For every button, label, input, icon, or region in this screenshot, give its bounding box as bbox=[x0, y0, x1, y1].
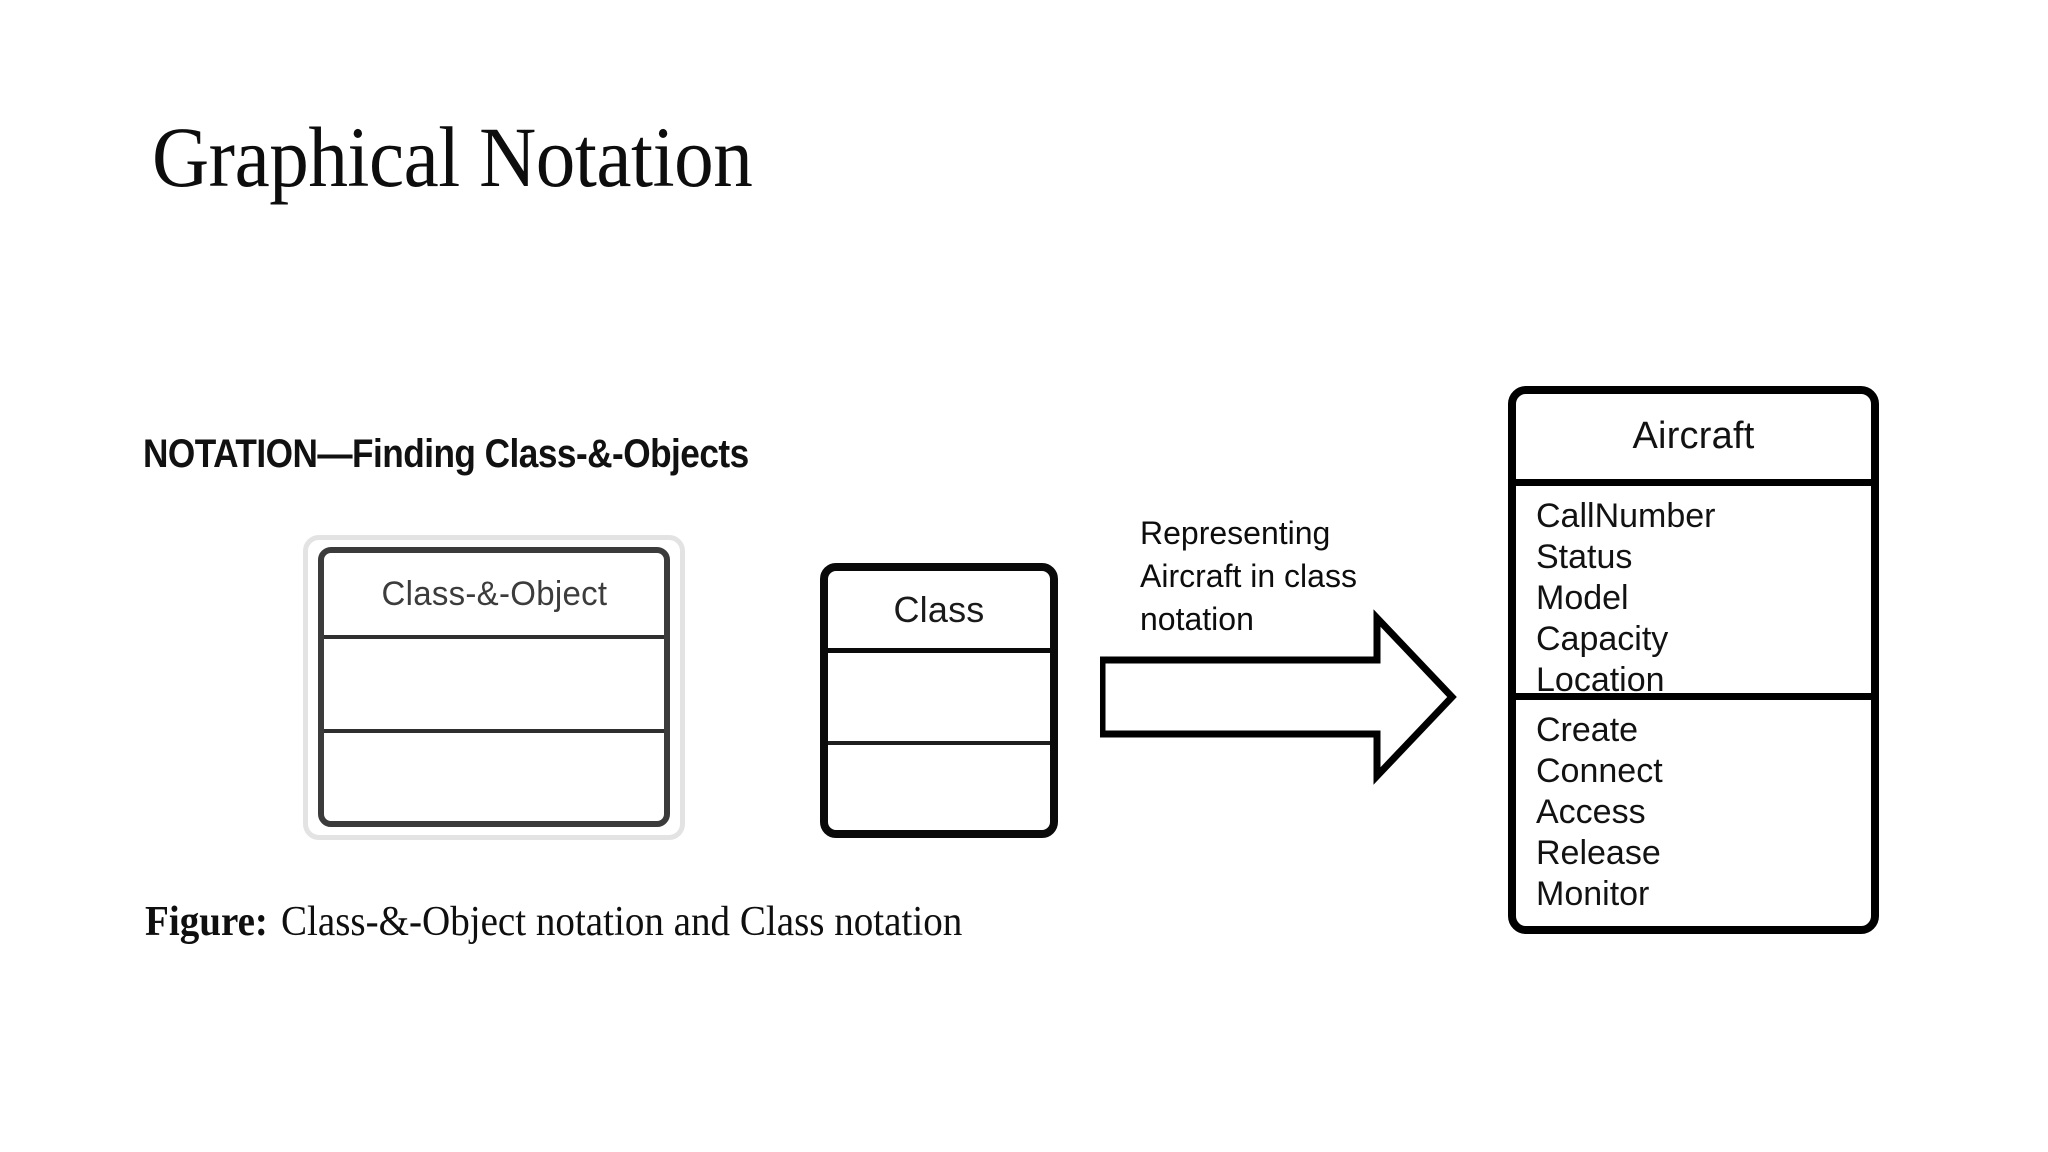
class-attributes-compartment bbox=[828, 653, 1050, 745]
aircraft-name-compartment: Aircraft bbox=[1516, 394, 1871, 486]
annotation-line-2: Aircraft in class bbox=[1140, 557, 1357, 594]
annotation-line-3: notation bbox=[1140, 600, 1254, 637]
right-block-arrow-icon bbox=[1100, 609, 1457, 785]
arrow-shape bbox=[1100, 609, 1457, 785]
figure-caption: Figure: Class-&-Object notation and Class… bbox=[145, 898, 962, 946]
class-name-compartment: Class bbox=[828, 571, 1050, 653]
aircraft-method-item: Monitor bbox=[1536, 875, 1650, 913]
class-object-name-label: Class-&-Object bbox=[381, 574, 607, 613]
class-object-symbol: Class-&-Object bbox=[318, 547, 670, 827]
aircraft-attribute-item: Location bbox=[1536, 661, 1665, 699]
figure-caption-text: Class-&-Object notation and Class notati… bbox=[280, 899, 963, 945]
scanned-figure-group: NOTATION—Finding Class-&-Objects Class-&… bbox=[0, 0, 1160, 1000]
aircraft-attribute-item: CallNumber bbox=[1536, 497, 1716, 535]
class-object-methods-compartment bbox=[324, 733, 664, 821]
annotation-text: Representing Aircraft in class notation bbox=[1140, 512, 1440, 641]
aircraft-method-item: Create bbox=[1536, 711, 1639, 749]
aircraft-method-item: Connect bbox=[1536, 752, 1663, 790]
class-methods-compartment bbox=[828, 745, 1050, 830]
aircraft-method-item: Access bbox=[1536, 793, 1646, 831]
class-name-label: Class bbox=[893, 588, 985, 630]
aircraft-attribute-item: Status bbox=[1536, 538, 1633, 576]
class-object-attributes-compartment bbox=[324, 639, 664, 733]
aircraft-attribute-item: Model bbox=[1536, 579, 1629, 617]
annotation-line-1: Representing bbox=[1140, 515, 1331, 551]
class-object-name-compartment: Class-&-Object bbox=[324, 553, 664, 639]
notation-heading: NOTATION—Finding Class-&-Objects bbox=[143, 432, 749, 476]
aircraft-class-name: Aircraft bbox=[1632, 415, 1755, 457]
figure-caption-label: Figure: bbox=[145, 899, 268, 945]
aircraft-method-item: Release bbox=[1536, 834, 1661, 872]
aircraft-attribute-item: Capacity bbox=[1536, 620, 1669, 658]
page-title: Graphical Notation bbox=[152, 109, 753, 205]
class-symbol: Class bbox=[820, 563, 1058, 838]
